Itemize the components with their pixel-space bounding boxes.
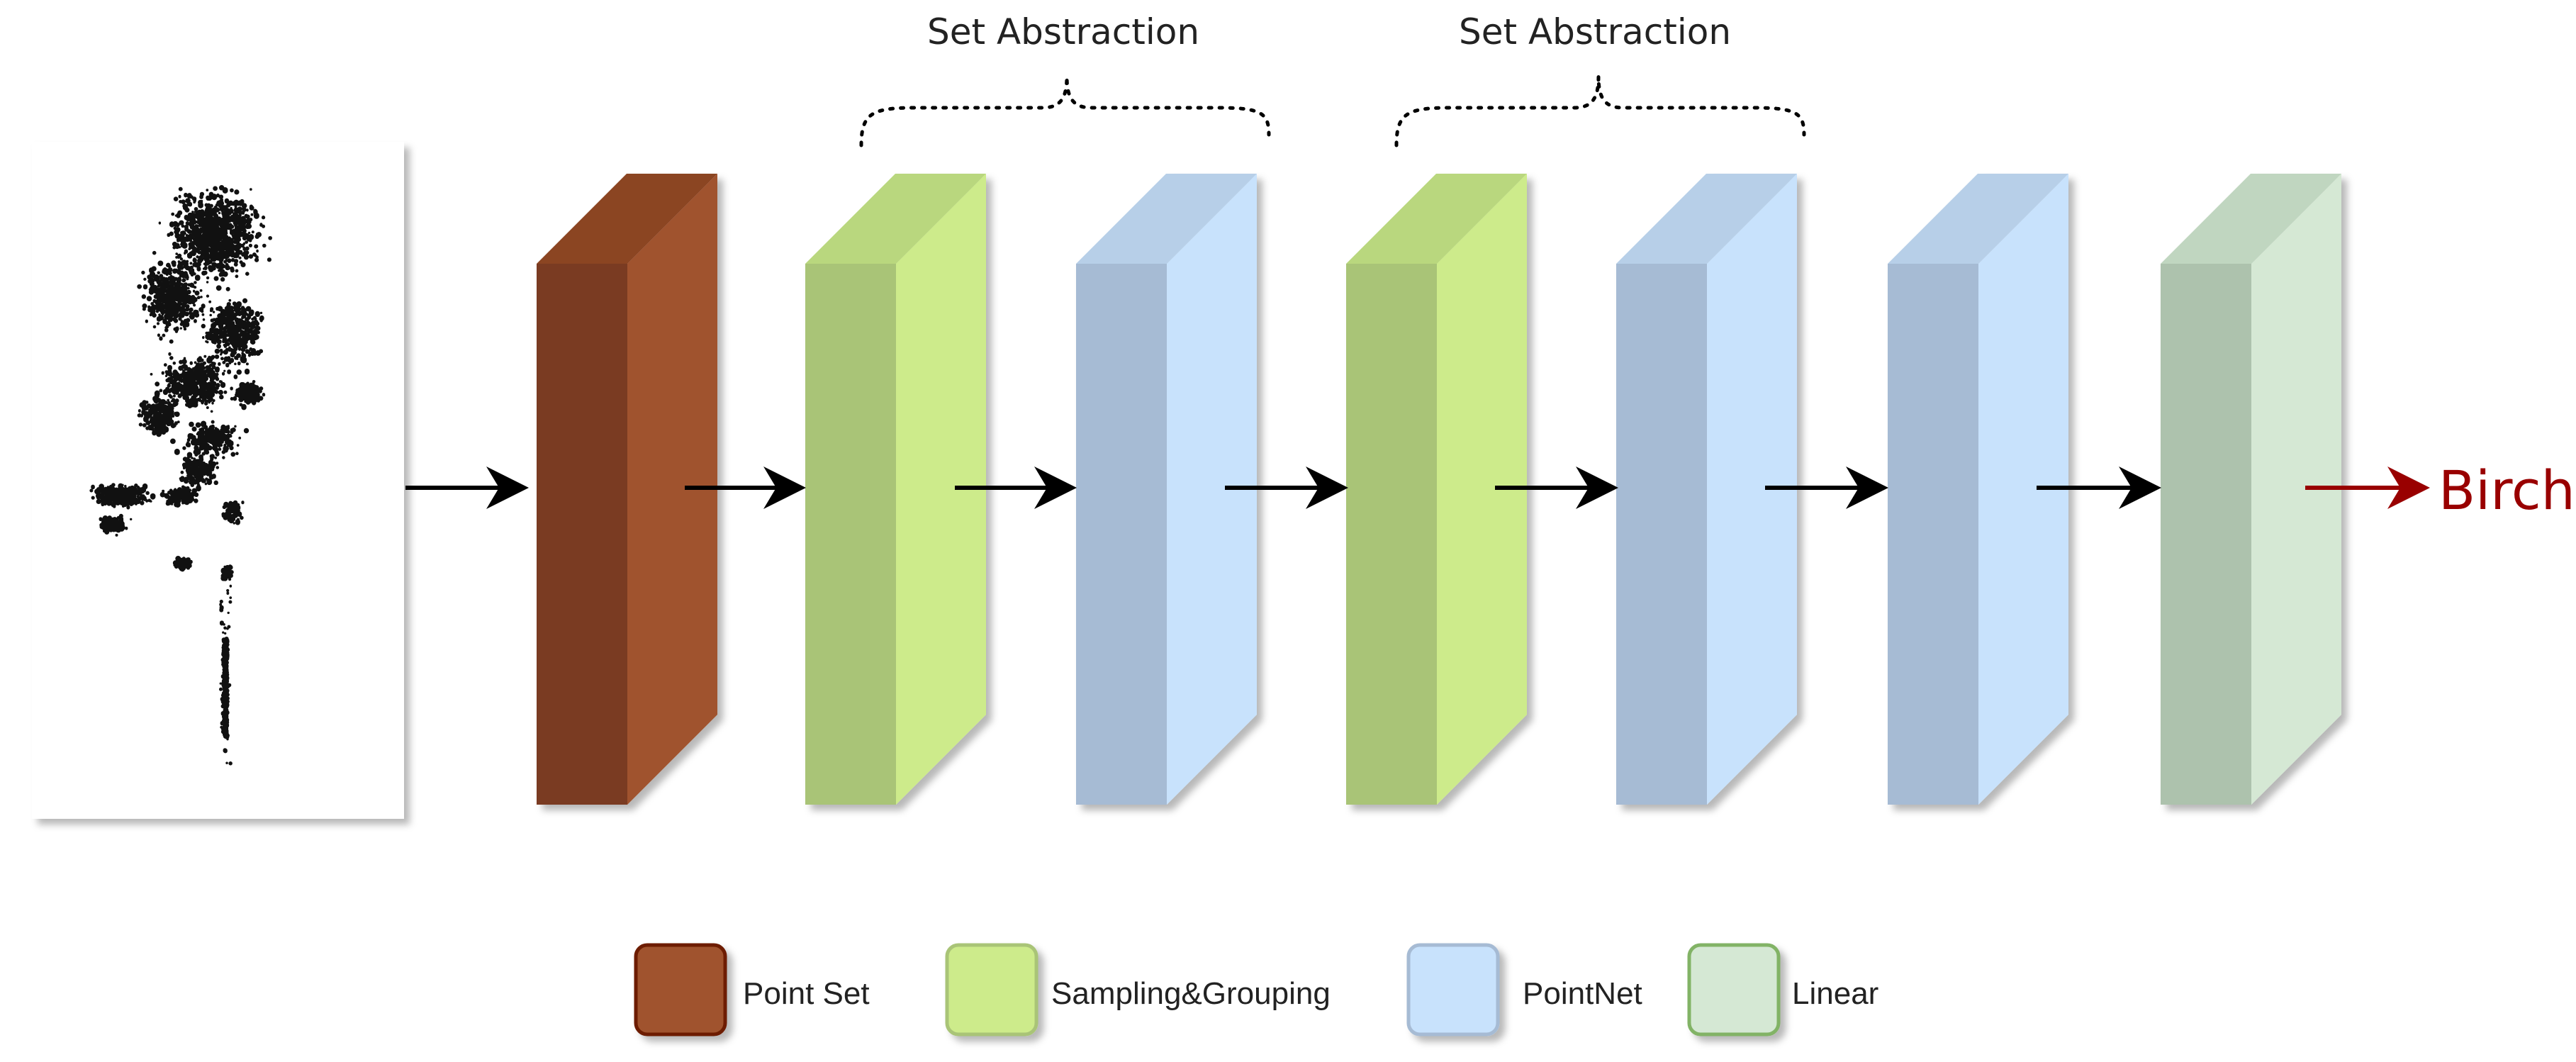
- legend-swatch-linear: [1687, 943, 1781, 1036]
- group-label-set-abstraction-2: Set Abstraction: [1459, 11, 1731, 52]
- legend-label-point-set: Point Set: [743, 976, 870, 1011]
- output-label: Birch: [2438, 459, 2575, 522]
- block-front-face: [1346, 264, 1437, 805]
- legend-swatch-point-set: [634, 943, 727, 1036]
- legend: Point Set Sampling&Grouping PointNet Lin…: [634, 943, 1878, 1036]
- block-top-face: [1346, 174, 1527, 264]
- block-pointnet-2: [1616, 174, 1797, 805]
- block-front-face: [805, 264, 896, 805]
- block-point-set: [537, 174, 717, 805]
- block-side-face: [1978, 174, 2068, 805]
- block-top-face: [805, 174, 986, 264]
- block-front-face: [537, 264, 627, 805]
- tree-points: [89, 185, 273, 766]
- block-top-face: [1076, 174, 1257, 264]
- block-top-face: [537, 174, 717, 264]
- group-label-set-abstraction-1: Set Abstraction: [927, 11, 1199, 52]
- block-sampling-grouping-2: [1346, 174, 1527, 805]
- block-side-face: [1437, 174, 1527, 805]
- block-front-face: [1076, 264, 1167, 805]
- block-top-face: [1616, 174, 1797, 264]
- block-side-face: [2251, 174, 2341, 805]
- block-front-face: [1616, 264, 1707, 805]
- input-panel: [32, 142, 404, 819]
- block-linear: [2161, 174, 2341, 805]
- legend-swatch-pointnet: [1406, 943, 1500, 1036]
- block-side-face: [1707, 174, 1797, 805]
- tree-point-cloud-image: [89, 185, 273, 766]
- block-front-face: [2161, 264, 2251, 805]
- block-side-face: [627, 174, 717, 805]
- brace-set-abstraction-2: [1394, 76, 1806, 147]
- block-pointnet-1: [1076, 174, 1257, 805]
- legend-label-pointnet: PointNet: [1523, 976, 1642, 1011]
- legend-label-sampling-grouping: Sampling&Grouping: [1051, 976, 1331, 1011]
- brace-set-abstraction-1: [859, 76, 1271, 147]
- block-pointnet-3: [1888, 174, 2068, 805]
- block-top-face: [1888, 174, 2068, 264]
- legend-label-linear: Linear: [1792, 976, 1878, 1011]
- block-side-face: [896, 174, 986, 805]
- block-front-face: [1888, 264, 1978, 805]
- legend-swatch-sampling-grouping: [945, 943, 1038, 1036]
- block-top-face: [2161, 174, 2341, 264]
- network-blocks: [537, 174, 2341, 805]
- block-sampling-grouping-1: [805, 174, 986, 805]
- block-side-face: [1167, 174, 1257, 805]
